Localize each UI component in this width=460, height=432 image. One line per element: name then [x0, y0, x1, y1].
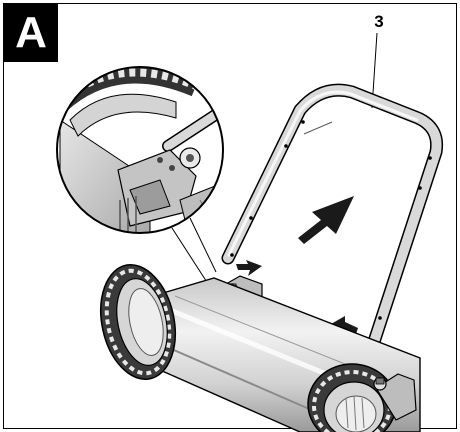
direction-arrow-large — [298, 196, 354, 244]
zoom-connector — [171, 217, 217, 291]
push-handle — [221, 83, 444, 355]
figure-label-badge: A — [4, 4, 58, 62]
zoom-detail-inset — [56, 66, 224, 234]
part-callout-number: 3 — [374, 12, 384, 31]
insert-arrow-left — [236, 260, 262, 276]
figure-frame — [3, 3, 457, 429]
reel-mower-body — [100, 264, 421, 432]
